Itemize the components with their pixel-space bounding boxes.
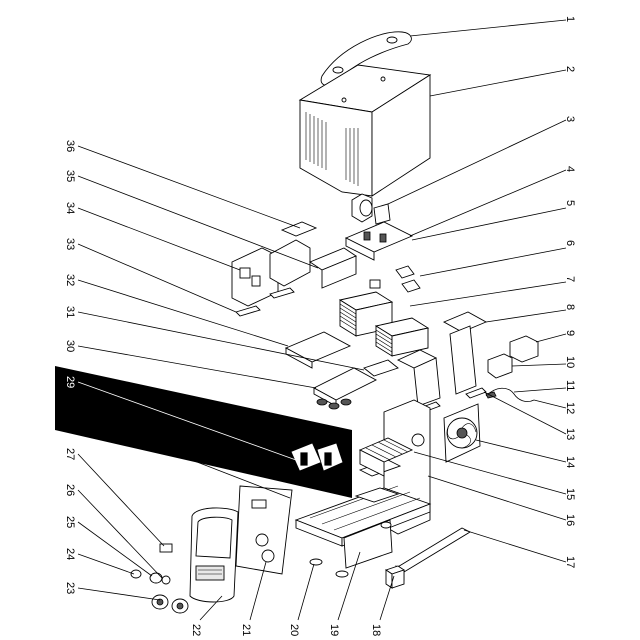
callout-2: 2 xyxy=(564,66,576,72)
callout-7: 7 xyxy=(564,276,576,282)
callout-29: 29 xyxy=(64,376,76,388)
callout-20: 20 xyxy=(288,624,300,636)
callout-26: 26 xyxy=(64,484,76,496)
part-side-bracket xyxy=(396,311,488,407)
part-strap xyxy=(395,527,471,581)
callout-12: 12 xyxy=(564,402,576,414)
callout-17: 17 xyxy=(564,556,576,568)
callout-13: 13 xyxy=(564,428,576,440)
callout-22: 22 xyxy=(190,624,202,636)
callout-33: 33 xyxy=(64,238,76,250)
part-capacitor-board xyxy=(313,367,377,410)
part-top-cover xyxy=(298,64,432,197)
callout-21: 21 xyxy=(240,624,252,636)
callout-34: 34 xyxy=(64,202,76,214)
callout-23: 23 xyxy=(64,582,76,594)
part-front-plate xyxy=(235,485,293,575)
highlight-band xyxy=(55,366,352,498)
part-heatsink-stack xyxy=(338,291,430,357)
part-terminal-board xyxy=(344,221,414,261)
callout-8: 8 xyxy=(564,304,576,310)
part-base-chassis xyxy=(294,399,432,547)
part-clips xyxy=(395,265,421,293)
callout-1: 1 xyxy=(564,16,576,22)
callout-14: 14 xyxy=(564,456,576,468)
callout-3: 3 xyxy=(564,116,576,122)
part-small-block xyxy=(384,565,406,589)
callout-15: 15 xyxy=(564,488,576,500)
part-bracket xyxy=(351,193,391,225)
callout-16: 16 xyxy=(564,514,576,526)
callout-27: 27 xyxy=(64,448,76,460)
callout-32: 32 xyxy=(64,274,76,286)
part-relay-blocks xyxy=(487,335,539,379)
callout-35: 35 xyxy=(64,170,76,182)
callout-6: 6 xyxy=(564,240,576,246)
part-fan xyxy=(443,403,481,463)
part-control-boards xyxy=(284,331,399,377)
callout-31: 31 xyxy=(64,306,76,318)
part-main-board-assembly xyxy=(231,221,381,317)
callout-4: 4 xyxy=(564,166,576,172)
part-transformer xyxy=(291,443,343,471)
part-bottom-plate xyxy=(309,519,393,578)
leader-lines xyxy=(77,19,567,621)
part-fin-heatsink xyxy=(358,437,414,477)
callout-24: 24 xyxy=(64,548,76,560)
callout-19: 19 xyxy=(328,624,340,636)
part-knobs xyxy=(130,543,189,614)
part-front-frame xyxy=(189,507,239,603)
callout-10: 10 xyxy=(564,356,576,368)
part-cable xyxy=(485,387,535,402)
callout-5: 5 xyxy=(564,200,576,206)
callout-numbers: 1 2 3 4 5 6 7 8 9 10 11 12 13 14 15 16 1… xyxy=(64,16,576,636)
callout-25: 25 xyxy=(64,516,76,528)
callout-9: 9 xyxy=(564,330,576,336)
callout-30: 30 xyxy=(64,340,76,352)
callout-18: 18 xyxy=(370,624,382,636)
callout-36: 36 xyxy=(64,140,76,152)
callout-11: 11 xyxy=(564,380,576,391)
callout-28: 28 xyxy=(64,410,76,422)
